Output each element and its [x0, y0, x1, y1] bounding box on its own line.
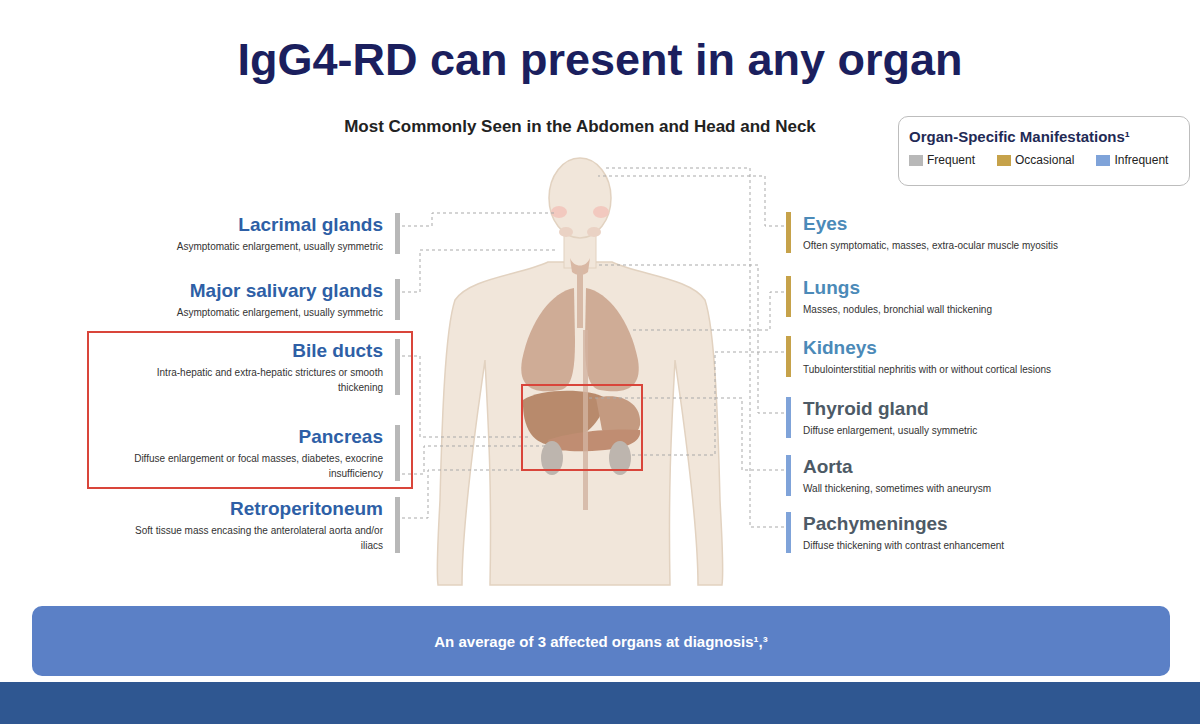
- organ-name: Retroperitoneum: [90, 497, 383, 521]
- summary-text: An average of 3 affected organs at diagn…: [434, 633, 767, 650]
- organ-name: Eyes: [803, 212, 1116, 236]
- organ-name: Kidneys: [803, 336, 1116, 360]
- organ-item: EyesOften symptomatic, masses, extra-ocu…: [786, 212, 1116, 253]
- organ-name: Pachymeninges: [803, 512, 1116, 536]
- organ-item: KidneysTubulointerstitial nephritis with…: [786, 336, 1116, 377]
- footer-bar: [0, 682, 1200, 724]
- legend-box: Organ-Specific Manifestations¹ Frequent Oc…: [898, 116, 1190, 186]
- organ-description: Often symptomatic, masses, extra-ocular …: [803, 238, 1093, 253]
- organ-description: Wall thickening, sometimes with aneurysm: [803, 481, 1093, 496]
- legend-item: Occasional: [997, 153, 1074, 167]
- organ-item: Bile ductsIntra-hepatic and extra-hepati…: [90, 339, 400, 395]
- organ-name: Bile ducts: [90, 339, 383, 363]
- organ-description: Tubulointerstitial nephritis with or wit…: [803, 362, 1093, 377]
- organ-description: Diffuse enlargement or focal masses, dia…: [125, 451, 383, 481]
- leader-lines: [402, 168, 784, 527]
- organ-item: PancreasDiffuse enlargement or focal mas…: [90, 425, 400, 481]
- organ-description: Diffuse thickening with contrast enhance…: [803, 538, 1093, 553]
- legend-label: Frequent: [927, 153, 975, 167]
- legend-swatch: [1096, 155, 1110, 166]
- organ-description: Masses, nodules, bronchial wall thickeni…: [803, 302, 1093, 317]
- legend-label: Infrequent: [1114, 153, 1168, 167]
- organ-name: Major salivary glands: [90, 279, 383, 303]
- legend-heading: Organ-Specific Manifestations¹: [909, 127, 1189, 147]
- legend-swatch: [997, 155, 1011, 166]
- organ-name: Pancreas: [90, 425, 383, 449]
- organ-description: Soft tissue mass encasing the anterolate…: [125, 523, 383, 553]
- legend-item: Infrequent: [1096, 153, 1168, 167]
- organ-description: Diffuse enlargement, usually symmetric: [803, 423, 1093, 438]
- highlight-box: [522, 385, 642, 470]
- organ-name: Thyroid gland: [803, 397, 1116, 421]
- organ-name: Lacrimal glands: [90, 213, 383, 237]
- organ-item: Lacrimal glandsAsymptomatic enlargement,…: [90, 213, 400, 254]
- organ-item: PachymeningesDiffuse thickening with con…: [786, 512, 1116, 553]
- page-title: IgG4-RD can present in any organ: [0, 32, 1200, 88]
- organ-item: LungsMasses, nodules, bronchial wall thi…: [786, 276, 1116, 317]
- summary-band: An average of 3 affected organs at diagn…: [32, 606, 1170, 676]
- legend-label: Occasional: [1015, 153, 1074, 167]
- organ-description: Asymptomatic enlargement, usually symmet…: [125, 305, 383, 320]
- organ-description: Asymptomatic enlargement, usually symmet…: [125, 239, 383, 254]
- organ-item: Thyroid glandDiffuse enlargement, usuall…: [786, 397, 1116, 438]
- subtitle: Most Commonly Seen in the Abdomen and He…: [180, 116, 980, 138]
- organ-description: Intra-hepatic and extra-hepatic strictur…: [125, 365, 383, 395]
- organ-name: Aorta: [803, 455, 1116, 479]
- legend-item: Frequent: [909, 153, 975, 167]
- organ-item: Major salivary glandsAsymptomatic enlarg…: [90, 279, 400, 320]
- organ-name: Lungs: [803, 276, 1116, 300]
- organ-item: RetroperitoneumSoft tissue mass encasing…: [90, 497, 400, 553]
- human-figure: [437, 158, 723, 585]
- legend-swatch: [909, 155, 923, 166]
- organ-item: AortaWall thickening, sometimes with ane…: [786, 455, 1116, 496]
- highlight-box: [88, 332, 412, 488]
